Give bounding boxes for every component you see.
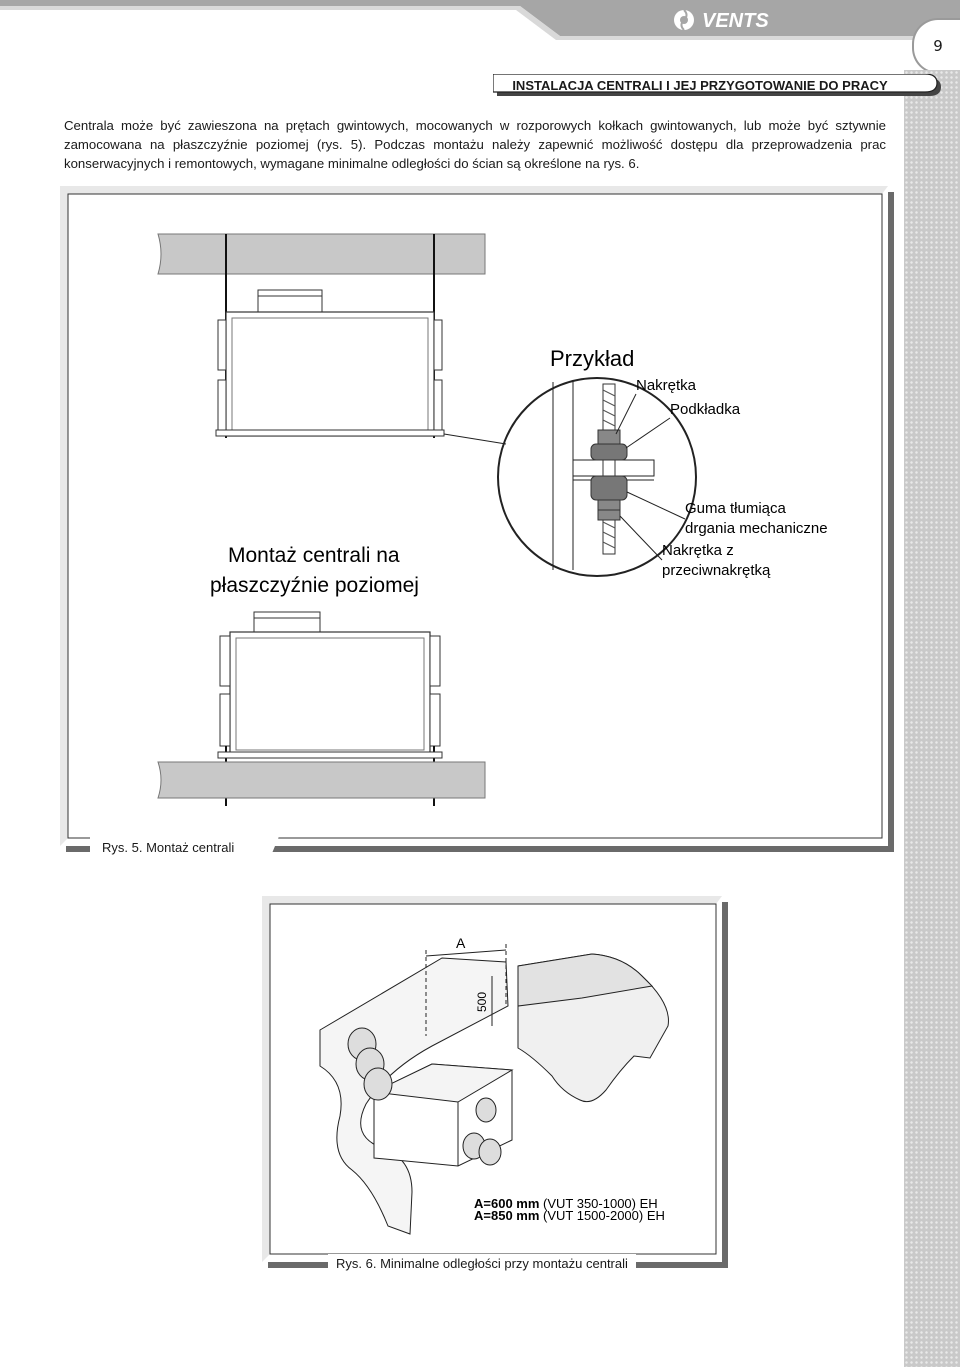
decorative-dot-strip — [904, 70, 960, 1367]
spec-line-1: A=600 mm (VUT 350-1000) EH — [474, 1196, 658, 1211]
page-number: 9 — [912, 18, 960, 74]
figure-5-caption: Rys. 5. Montaż centrali — [94, 838, 243, 857]
dimension-a: A — [456, 935, 466, 951]
header-band: VENTS — [0, 0, 960, 40]
figure-5: Przykład Nakrętka Podkładka Guma tłumiąc… — [60, 186, 894, 858]
label-rubber-1: Guma tłumiąca — [685, 500, 787, 517]
figure-6-caption: Rys. 6. Minimalne odległości przy montaż… — [328, 1254, 636, 1273]
floor-mount-label-1: Montaż centrali na — [228, 544, 400, 567]
svg-text:VENTS: VENTS — [702, 10, 769, 32]
label-locknut-2: przeciwnakrętką — [662, 562, 771, 579]
body-paragraph: Centrala może być zawieszona na prętach … — [64, 118, 886, 171]
brand-logo: VENTS — [674, 9, 769, 32]
label-locknut-1: Nakrętka z — [662, 542, 734, 559]
example-title: Przykład — [550, 346, 634, 371]
dimension-500: 500 — [475, 992, 489, 1012]
section-title-bar — [493, 74, 941, 96]
label-rubber-2: drgania mechaniczne — [685, 520, 828, 537]
label-washer: Podkładka — [670, 401, 741, 418]
floor-mount-label-2: płaszczyźnie poziomej — [210, 574, 419, 597]
label-nut: Nakrętka — [636, 377, 697, 394]
figure-6: A 500 A=600 mm (VUT 350-1000) EH A=850 m… — [262, 896, 728, 1268]
section-title: INSTALACJA CENTRALI I JEJ PRZYGOTOWANIE … — [512, 78, 888, 93]
spec-line-2: A=850 mm (VUT 1500-2000) EH — [474, 1208, 665, 1223]
